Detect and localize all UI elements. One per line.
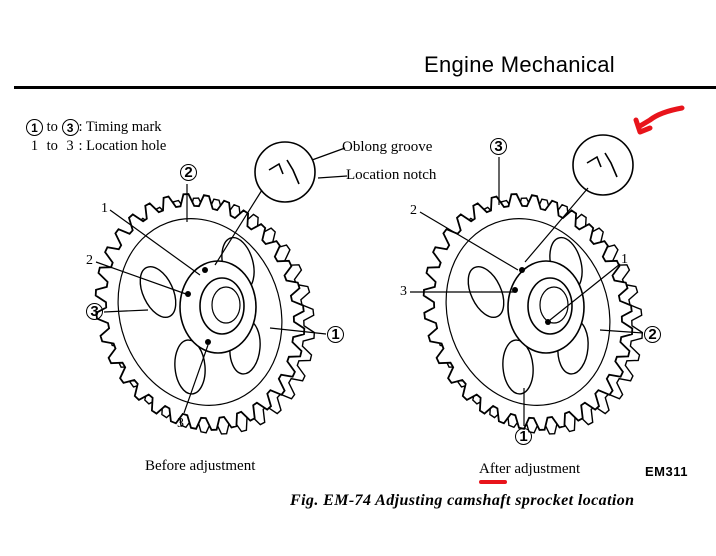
sprocket-web	[445, 218, 611, 406]
right-timing-mark-3: 3	[490, 138, 507, 155]
left-sprocket	[94, 193, 316, 435]
left-location-hole-2: 2	[86, 253, 93, 268]
leader-line	[183, 344, 209, 414]
location-hole-dot	[202, 267, 208, 273]
right-timing-mark-2: 2	[644, 326, 661, 343]
left-timing-mark-3: 3	[86, 303, 103, 320]
circled-number: 3	[61, 119, 79, 137]
leader-line	[103, 309, 149, 313]
left-location-hole-3: 3	[177, 416, 184, 431]
leader-line	[599, 329, 644, 334]
lightening-hole	[502, 339, 534, 395]
left-timing-mark-2: 2	[180, 164, 197, 181]
leader-line	[524, 187, 589, 263]
hub-inner-ring	[211, 286, 241, 324]
oblong-groove-label: Oblong groove	[342, 139, 433, 155]
legend-text-location-hole: : Location hole	[78, 138, 167, 154]
right-location-hole-3: 3	[400, 284, 407, 299]
hub-bore	[527, 277, 573, 335]
legend-text-timing-mark: : Timing mark	[78, 119, 162, 135]
leader-line	[419, 211, 519, 271]
left-location-hole-1: 1	[101, 201, 108, 216]
hub-bore	[199, 277, 245, 335]
right-sprocket	[422, 193, 644, 435]
groove-detail	[586, 152, 618, 178]
right-location-hole-2: 2	[410, 203, 417, 218]
page-header-title: Engine Mechanical	[424, 52, 615, 77]
figure-caption: Fig. EM-74 Adjusting camshaft sprocket l…	[290, 492, 635, 509]
figure-code: EM311	[645, 464, 688, 479]
legend-row-timing-mark: 1 to 3: Timing mark	[26, 118, 166, 137]
right-location-hole-1: 1	[621, 252, 628, 267]
left-timing-mark-1: 1	[327, 326, 344, 343]
location-hole-dot	[185, 291, 191, 297]
leader-line	[95, 261, 187, 295]
leader-line	[214, 189, 263, 266]
location-hole-dot	[205, 339, 211, 345]
magnifier-circle	[572, 134, 634, 196]
groove-detail	[268, 159, 300, 185]
leader-line	[109, 209, 201, 276]
legend: 1 to 3: Timing mark 1 to 3: Location hol…	[26, 118, 166, 156]
leader-line	[269, 327, 327, 335]
leader-line	[317, 175, 348, 179]
sprocket-web	[117, 218, 283, 406]
legend-row-location-hole: 1 to 3: Location hole	[26, 137, 166, 156]
after-adjustment-caption: After adjustment	[479, 461, 581, 477]
plain-number: 1	[30, 138, 39, 154]
before-adjustment-caption: Before adjustment	[145, 458, 256, 474]
leader-line	[549, 263, 621, 321]
leader-line	[311, 147, 346, 161]
legend-to: to	[46, 119, 58, 135]
plain-number: 3	[66, 138, 74, 154]
red-arrow-annotation	[633, 105, 685, 135]
leader-lines	[95, 105, 685, 484]
location-hole-dot	[545, 319, 551, 325]
magnifier-circle	[254, 141, 316, 203]
circled-number: 1	[26, 119, 43, 137]
right-timing-mark-1: 1	[515, 428, 532, 445]
location-notch-label: Location notch	[346, 167, 437, 183]
location-hole-dot	[519, 267, 525, 273]
header-divider	[14, 86, 716, 89]
lightening-hole	[139, 266, 177, 318]
lightening-hole	[174, 339, 206, 395]
legend-to: to	[46, 138, 58, 154]
